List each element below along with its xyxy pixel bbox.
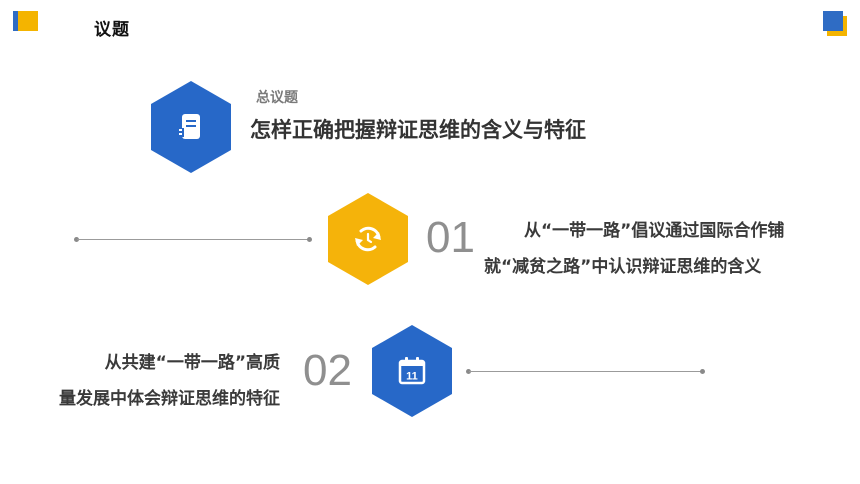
line-dot [74, 237, 79, 242]
item-hexagon-01 [328, 193, 408, 285]
line-dot [466, 369, 471, 374]
item-text-02-line2: 量发展中体会辩证思维的特征 [59, 389, 280, 409]
item-number-01: 01 [426, 213, 475, 262]
item-hexagon-02: 11 [372, 325, 452, 417]
divider-line [469, 371, 703, 372]
page-title: 议题 [94, 20, 130, 40]
divider-line [77, 239, 310, 240]
topic-hexagon [151, 81, 231, 173]
topic-question: 怎样正确把握辩证思维的含义与特征 [250, 118, 586, 142]
logo-block-yellow-left [18, 11, 38, 31]
line-dot [307, 237, 312, 242]
item-text-02-line1: 从共建“一带一路”高质 [104, 353, 280, 373]
document-icon [179, 114, 200, 139]
item-number-02: 02 [303, 346, 352, 395]
calendar-icon: 11 [398, 357, 426, 385]
item-text-01-line2: 就“减贫之路”中认识辩证思维的含义 [484, 257, 762, 277]
calendar-icon-number: 11 [406, 371, 418, 383]
item-text-01-line1: 从“一带一路”倡议通过国际合作铺 [524, 221, 785, 241]
refresh-icon [355, 226, 381, 252]
topic-label: 总议题 [256, 90, 298, 106]
logo-block-blue-right [823, 11, 843, 31]
line-dot [700, 369, 705, 374]
